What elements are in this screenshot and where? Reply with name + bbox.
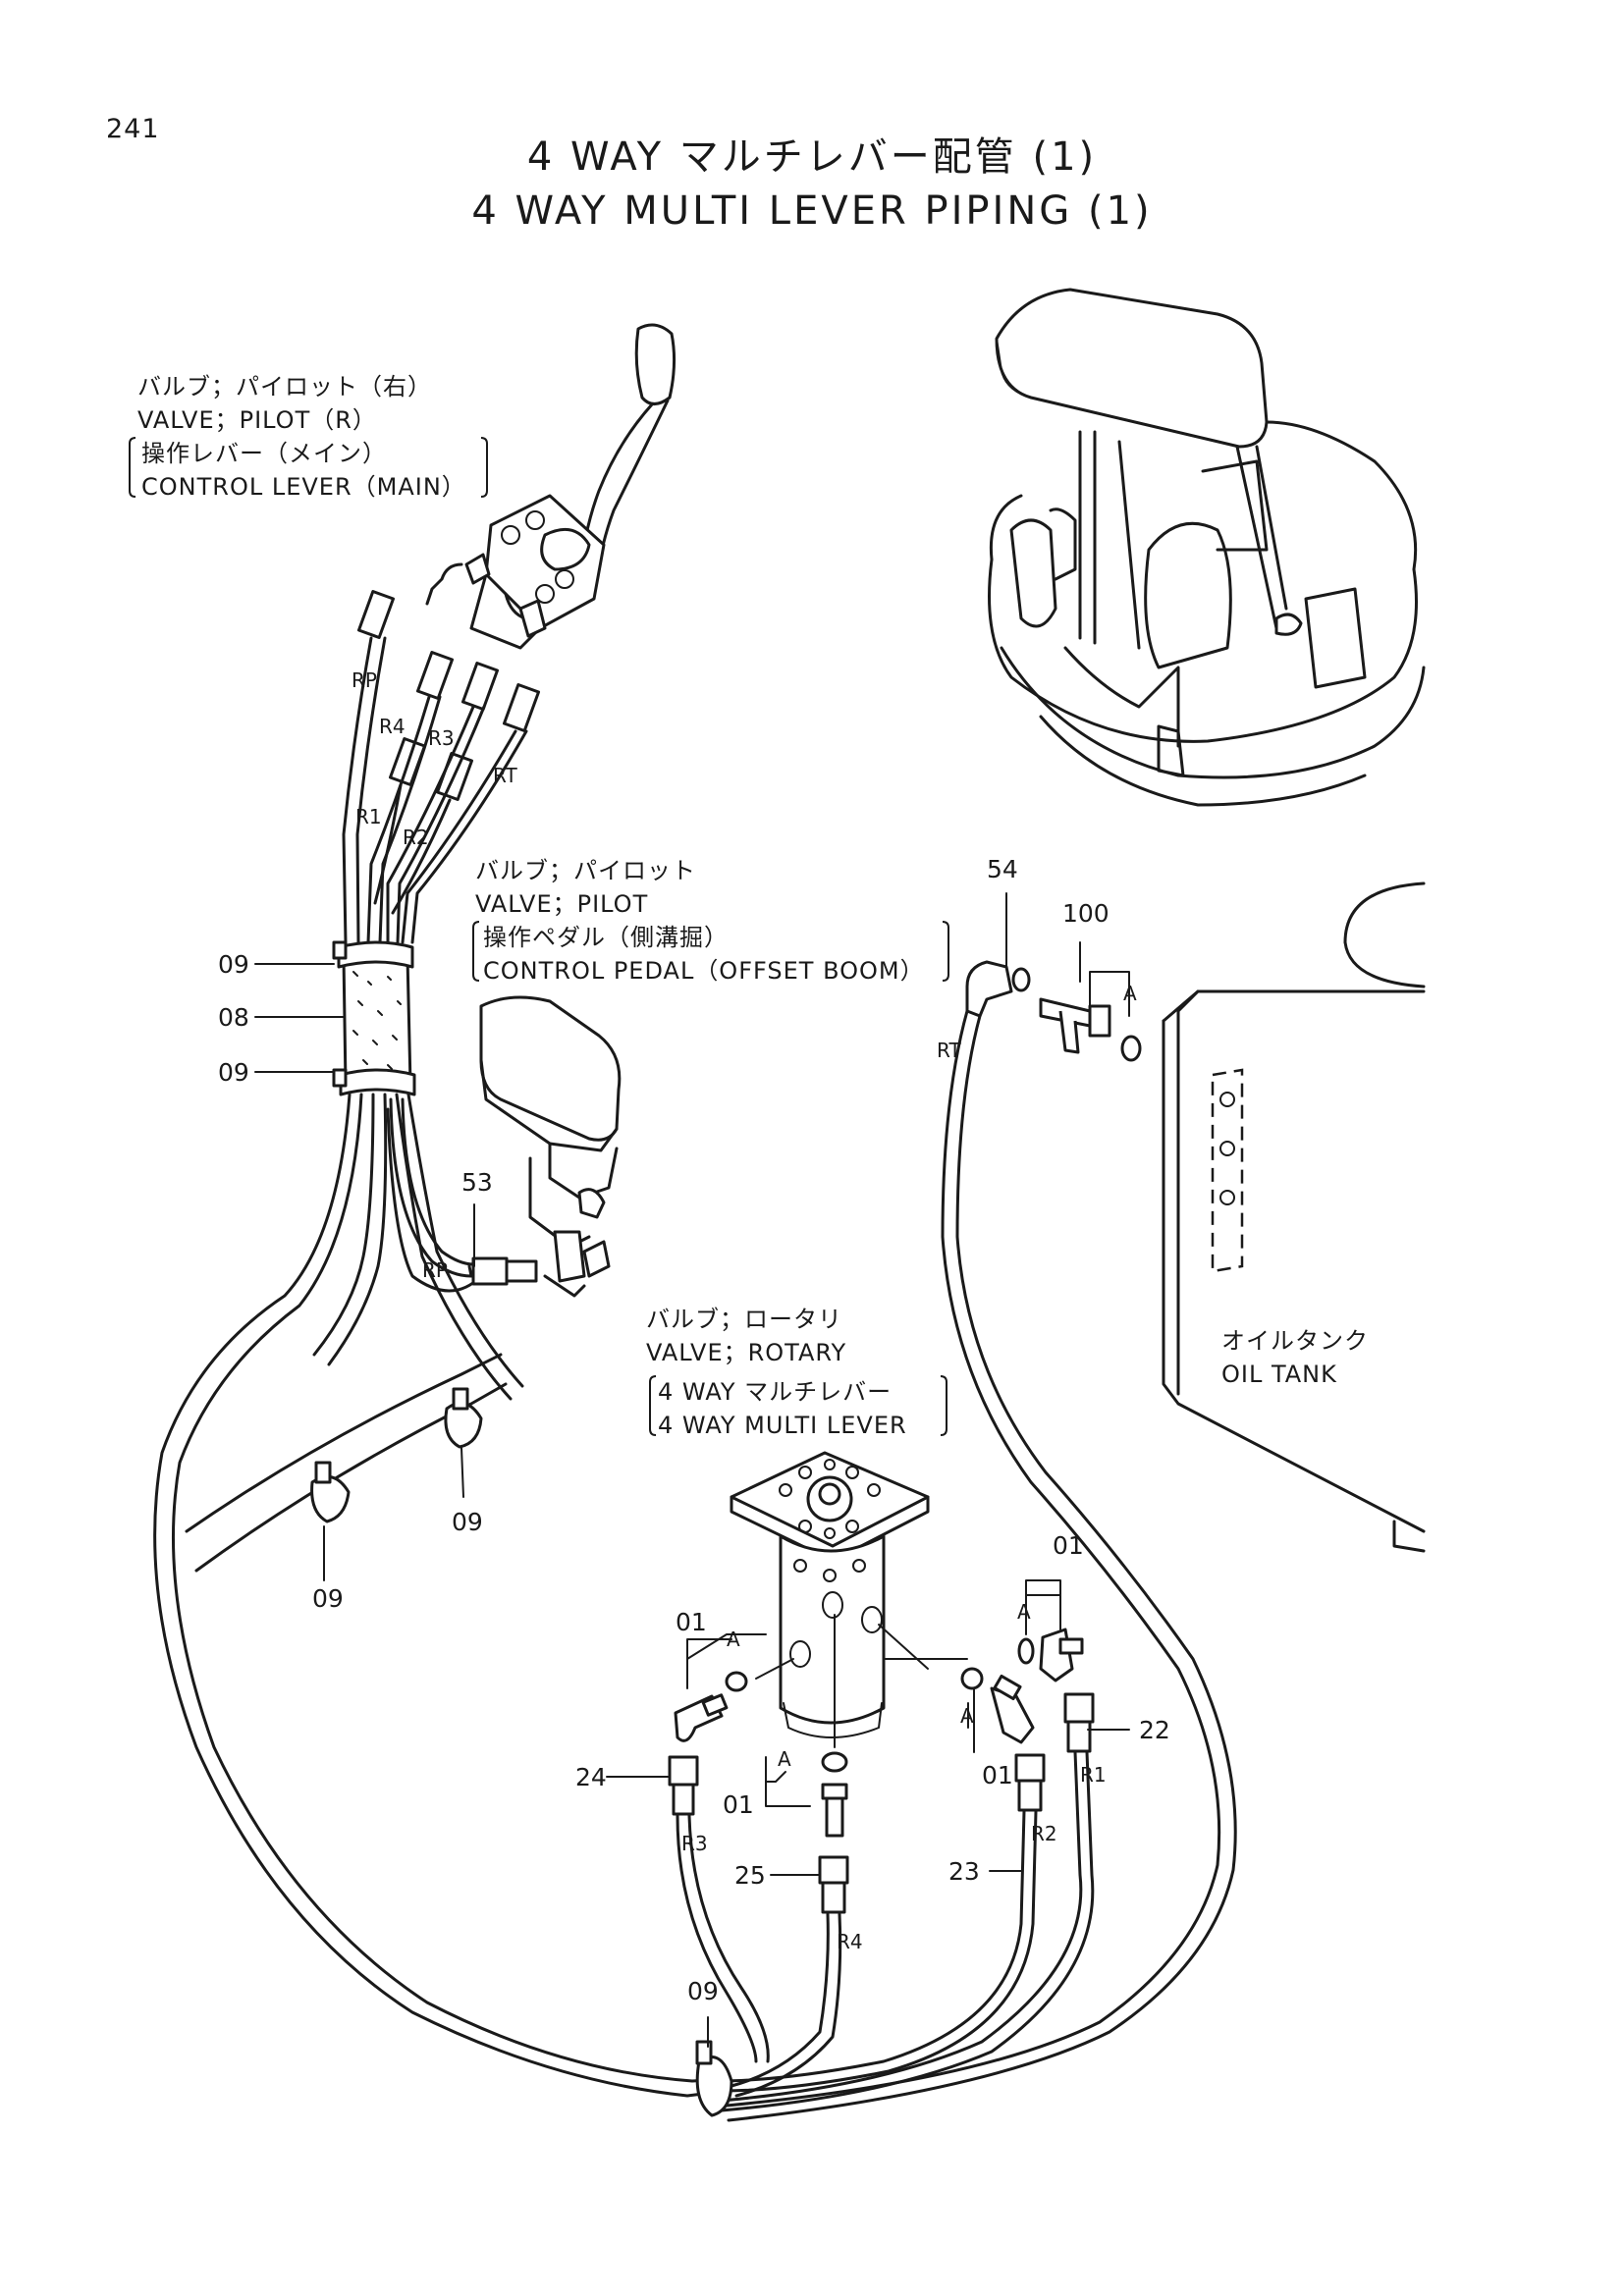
- callout-pilot-sub-en: CONTROL PEDAL（OFFSET BOOM）: [483, 957, 925, 985]
- hose-label-r3-bottom: R3: [681, 1832, 708, 1855]
- hose-routing-lower: [676, 1009, 1237, 2122]
- sleeve-and-clamps: [332, 940, 416, 1096]
- part-08-sleeve: 08: [218, 1003, 249, 1032]
- crossing-clamps: [310, 1387, 483, 1523]
- callout-rotary-sub-jp: 4 WAY マルチレバー: [658, 1378, 893, 1406]
- part-100: 100: [1062, 899, 1110, 928]
- page-number: 241: [106, 114, 160, 144]
- part-22: 22: [1139, 1716, 1170, 1744]
- title-en: 4 WAY MULTI LEVER PIPING (1): [471, 188, 1153, 234]
- hose-label-r2-top: R2: [403, 826, 429, 849]
- hose-label-rp-pedal: RP: [422, 1258, 448, 1282]
- part-09-bottom: 09: [687, 1977, 719, 2005]
- part-01-right-top: 01: [1053, 1531, 1084, 1560]
- callout-pilot-r-jp: バルブ；パイロット（右）: [137, 373, 432, 400]
- o-rings: [725, 1035, 1142, 1773]
- title-jp: 4 WAY マルチレバー配管 (1): [526, 134, 1098, 180]
- leader-lines: [686, 892, 1130, 1807]
- pedal-fitting-53: [467, 1256, 538, 1286]
- callout-rotary-jp: バルブ；ロータリ: [646, 1306, 842, 1333]
- callout-pilot-r-sub-en: CONTROL LEVER（MAIN）: [141, 473, 466, 501]
- hose-routing-main: [153, 1093, 729, 2098]
- oring-label-right-low: A: [960, 1704, 974, 1728]
- bottom-clamp: [695, 2040, 733, 2117]
- part-25: 25: [734, 1861, 766, 1890]
- control-lever-illustration: [425, 323, 677, 650]
- part-24: 24: [575, 1763, 607, 1791]
- oring-label-tank: A: [1123, 982, 1137, 1005]
- callout-pilot-en: VALVE；PILOT: [475, 890, 649, 918]
- elbow-fittings: [674, 1628, 1084, 1838]
- hose-label-r1-top: R1: [355, 805, 382, 828]
- part-09-lower: 09: [218, 1058, 249, 1087]
- oring-label-bottom: A: [778, 1747, 791, 1771]
- part-23: 23: [948, 1857, 980, 1886]
- control-pedal-illustration: [479, 995, 622, 1298]
- part-01-left: 01: [676, 1608, 707, 1636]
- part-01-right-low: 01: [982, 1761, 1013, 1789]
- callout-pilot-sub-jp: 操作ペダル（側溝掘）: [483, 924, 729, 951]
- tank-fittings: [965, 960, 1111, 1054]
- hose-label-rp-top: RP: [352, 668, 377, 692]
- callout-rotary-sub-en: 4 WAY MULTI LEVER: [658, 1412, 907, 1439]
- rotary-valve-illustration: [730, 1451, 930, 1738]
- hose-label-rt-top: RT: [493, 764, 517, 787]
- part-09-mid-right: 09: [452, 1508, 483, 1536]
- part-54: 54: [987, 855, 1018, 883]
- hose-fittings-lower: [668, 1692, 1095, 1914]
- callout-pilot-jp: バルブ；パイロット: [475, 857, 696, 884]
- hose-bundle-upper: [342, 636, 528, 944]
- excavator-cab-illustration: [988, 288, 1426, 807]
- hose-label-r1-bottom: R1: [1080, 1763, 1107, 1787]
- part-09-mid-left: 09: [312, 1584, 344, 1613]
- callout-pilot-r-en: VALVE；PILOT（R）: [137, 406, 377, 434]
- label-brackets: [129, 437, 949, 1436]
- part-09-upper: 09: [218, 950, 249, 979]
- oil-tank-jp: オイルタンク: [1221, 1327, 1369, 1355]
- oil-tank-en: OIL TANK: [1221, 1361, 1337, 1388]
- hose-label-rt-tank: RT: [937, 1039, 961, 1062]
- hose-label-r4-bottom: R4: [837, 1930, 863, 1953]
- oil-tank-illustration: [1162, 881, 1426, 1553]
- hose-label-r2-bottom: R2: [1031, 1822, 1057, 1845]
- part-53: 53: [461, 1168, 493, 1197]
- hose-label-r4-top: R4: [379, 715, 406, 738]
- part-number-leaders: [254, 963, 1130, 2048]
- oring-label-right-top: A: [1017, 1600, 1031, 1624]
- part-01-bottom: 01: [723, 1790, 754, 1819]
- hose-label-r3-top: R3: [428, 726, 455, 750]
- callout-pilot-r-sub-jp: 操作レバー（メイン）: [141, 440, 387, 467]
- callout-rotary-en: VALVE；ROTARY: [646, 1339, 847, 1366]
- oring-label-left: A: [727, 1628, 740, 1651]
